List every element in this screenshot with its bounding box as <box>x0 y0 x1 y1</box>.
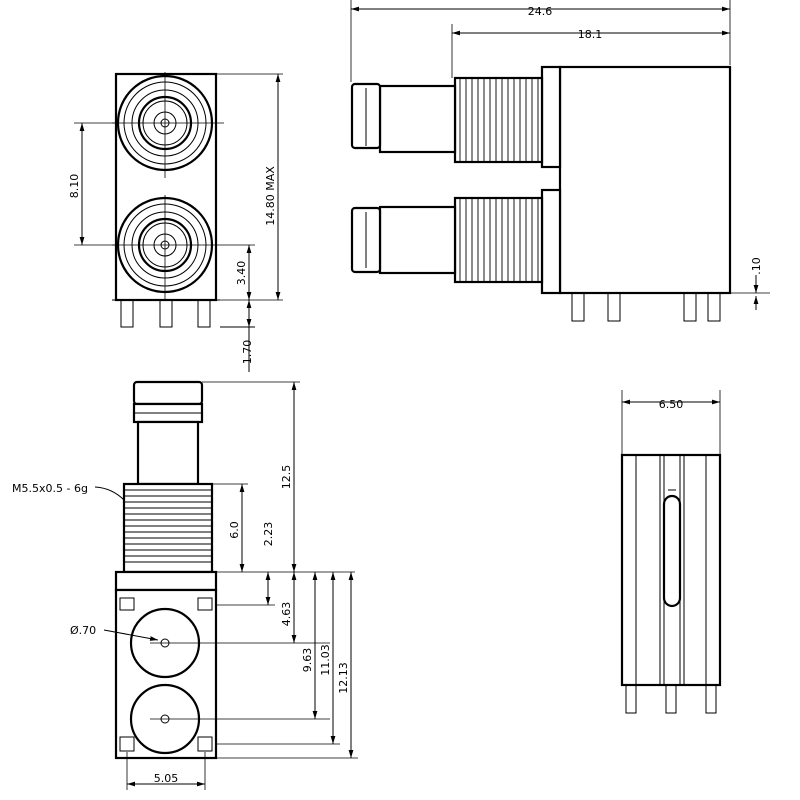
dim-463: 4.63 <box>280 602 293 627</box>
side-view: 24.6 18.1 .10 <box>350 0 770 322</box>
profile-view: M5.5x0.5 - 6g 12.5 6.0 2.23 4.63 9.63 11… <box>12 380 358 790</box>
housing-outline <box>114 72 218 302</box>
lower-barrel <box>350 196 544 284</box>
dim-width: 6.50 <box>659 398 684 411</box>
dim-963: 9.63 <box>301 648 314 673</box>
pin <box>120 299 134 328</box>
dim-thread-length: 6.0 <box>228 521 241 539</box>
front-face-view: 8.10 14.80 MAX 3.40 1.70 <box>68 72 283 372</box>
thread-spec-label: M5.5x0.5 - 6g <box>12 482 88 495</box>
dim-flange: 2.23 <box>262 522 275 547</box>
dim-max-height: 14.80 MAX <box>264 166 277 226</box>
dim-1213: 12.13 <box>337 662 350 694</box>
dim-overall-length: 24.6 <box>528 5 553 18</box>
dim-body-to-tip: 18.1 <box>578 28 603 41</box>
pin <box>197 299 211 328</box>
dim-standoff: .10 <box>750 257 763 275</box>
dim-center-to-base: 3.40 <box>235 261 248 286</box>
pin-diameter-label: Ø.70 <box>70 624 96 637</box>
side-housing <box>558 65 732 295</box>
dim-1103: 11.03 <box>319 644 332 676</box>
end-view: 6.50 <box>620 390 722 714</box>
dim-pin-length: 1.70 <box>241 340 254 365</box>
pin <box>159 299 173 328</box>
dim-plug-length: 12.5 <box>280 465 293 490</box>
upper-barrel <box>350 76 544 164</box>
dim-pin-spacing: 5.05 <box>154 772 179 785</box>
dim-pitch: 8.10 <box>68 174 81 199</box>
